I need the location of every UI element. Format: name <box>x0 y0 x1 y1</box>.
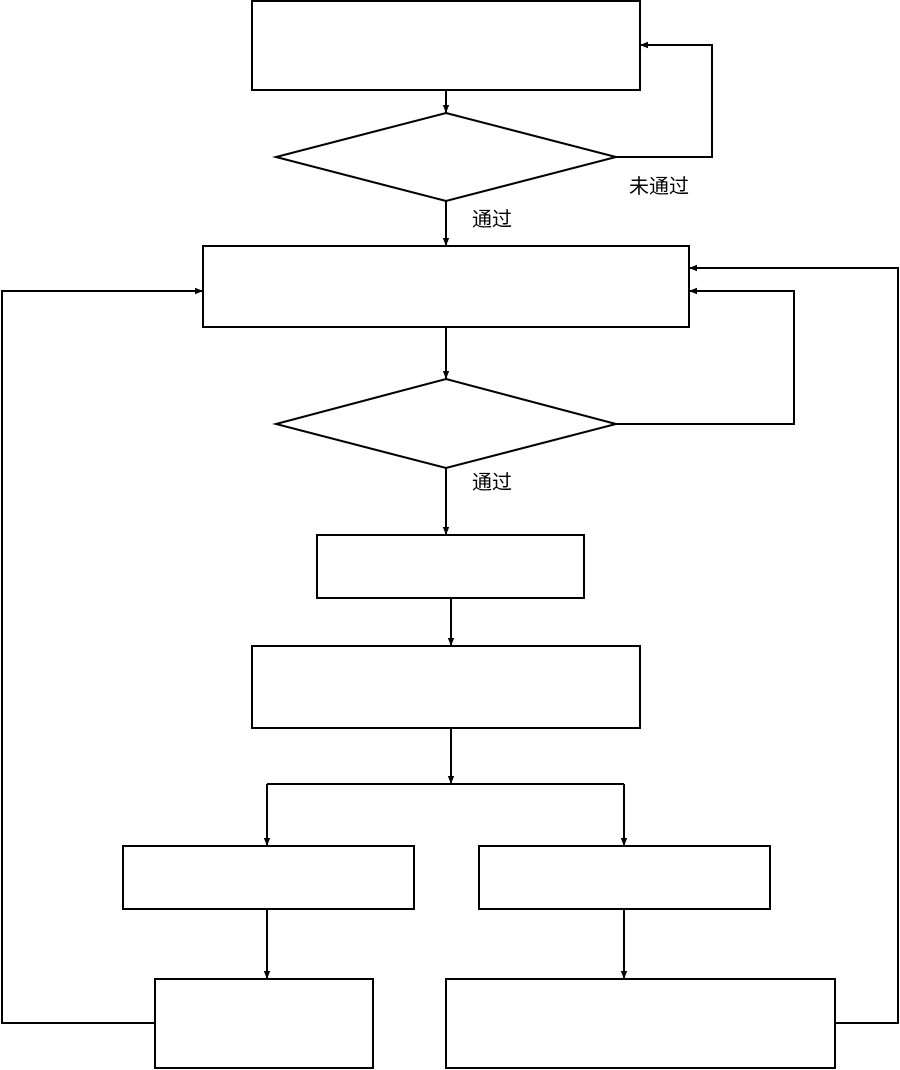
process-box-left <box>122 845 415 910</box>
label-not-passed: 未通过 <box>629 174 689 198</box>
decision-diamond-1 <box>272 111 620 203</box>
process-box-1 <box>251 0 641 91</box>
process-box-right <box>478 845 771 910</box>
process-box-4 <box>251 645 641 729</box>
arrow-diamond1-fail-loop <box>616 41 713 158</box>
label-passed-2: 通过 <box>472 470 512 494</box>
arrow-bottom-right-feedback <box>689 264 899 1024</box>
arrow-diamond2-fail-loop <box>616 287 795 425</box>
label-passed-1: 通过 <box>472 207 512 231</box>
process-box-bottom-left <box>154 978 374 1069</box>
decision-diamond-2 <box>272 377 620 470</box>
process-box-bottom-right <box>445 978 836 1069</box>
arrow-bottom-left-feedback <box>1 287 203 1024</box>
process-box-3 <box>316 534 585 599</box>
process-box-2 <box>202 245 690 328</box>
